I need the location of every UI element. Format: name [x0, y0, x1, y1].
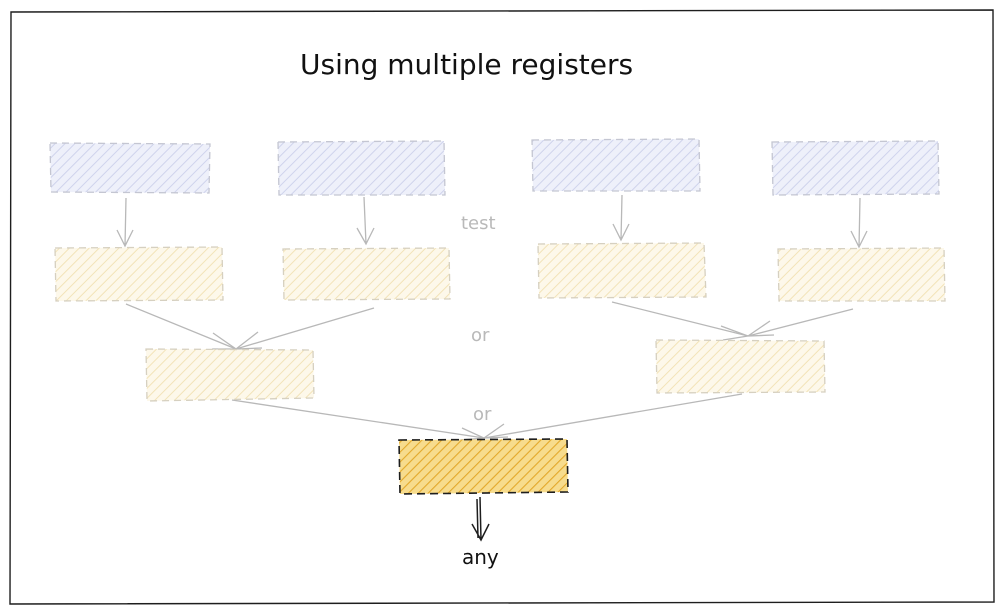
arrow-source-1 — [116, 197, 134, 248]
test-register-3 — [537, 242, 707, 299]
source-register-1 — [49, 142, 211, 194]
or-register-right — [655, 339, 826, 394]
arrow-test-1 — [125, 303, 237, 350]
arrow-or-right — [459, 393, 743, 441]
source-register-2 — [277, 140, 446, 196]
arrow-test-2 — [212, 307, 375, 350]
label-output: any — [462, 545, 499, 569]
test-register-4 — [777, 247, 946, 302]
source-to-test-arrows — [116, 194, 868, 249]
output-arrow — [471, 496, 490, 542]
test-registers — [54, 242, 946, 302]
source-register-3 — [531, 138, 701, 192]
or-registers — [145, 339, 826, 402]
result-register — [398, 438, 569, 495]
source-register-4 — [771, 140, 940, 196]
diagram-title: Using multiple registers — [300, 48, 633, 81]
test-register-1 — [54, 246, 224, 302]
diagram-frame — [9, 9, 995, 605]
arrow-test-4 — [720, 308, 854, 341]
arrow-source-3 — [612, 194, 630, 242]
or-register-left — [145, 348, 315, 402]
label-test: test — [461, 213, 496, 234]
test-register-2 — [282, 247, 451, 301]
source-registers — [49, 138, 940, 196]
arrow-or-left — [231, 399, 485, 439]
test-to-or-arrows — [125, 301, 854, 350]
arrow-source-4 — [850, 197, 868, 249]
arrow-test-3 — [611, 301, 749, 337]
arrow-source-2 — [356, 196, 375, 246]
label-or-upper: or — [471, 325, 490, 346]
label-or-lower: or — [473, 404, 492, 425]
